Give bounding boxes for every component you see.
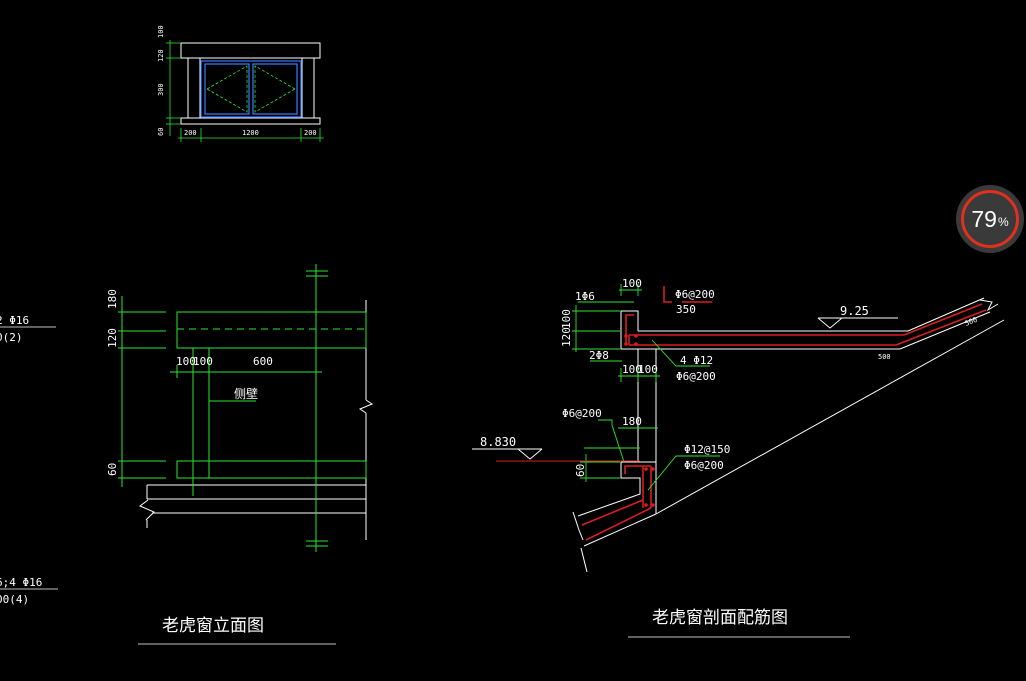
zoom-unit: % bbox=[997, 215, 1009, 229]
dormer-section: 100 1Φ6 Φ6@200 350 120 100 2Φ8 100 100 4… bbox=[472, 277, 1005, 638]
elev-dim-left-3: 60 bbox=[106, 463, 119, 476]
section-rebar-dots bbox=[624, 334, 655, 507]
section-dim-left-120: 120 bbox=[560, 327, 573, 347]
thumb-dim-bottom-2: 1200 bbox=[242, 129, 259, 137]
section-title: 老虎窗剖面配筋图 bbox=[652, 608, 788, 628]
section-label-1phi6: 1Φ6 bbox=[575, 290, 595, 303]
thumb-open-swing bbox=[206, 65, 296, 113]
elev-dim-top-3: 600 bbox=[253, 355, 273, 368]
thumb-dim-bottom-1: 200 bbox=[184, 129, 197, 137]
elev-dim-left-2: 120 bbox=[106, 328, 119, 348]
section-dim-left-100: 100 bbox=[560, 309, 573, 329]
zoom-value: 79 bbox=[971, 205, 997, 232]
section-dim-100-top: 100 bbox=[622, 277, 642, 290]
section-label-phi6-200-low: Φ6@200 bbox=[562, 407, 602, 420]
zoom-ring: 79% bbox=[961, 190, 1019, 248]
section-label-350: 350 bbox=[676, 303, 696, 316]
section-dim-60: 60 bbox=[574, 464, 587, 477]
thumb-dim-bottom-3: 200 bbox=[304, 129, 317, 137]
section-rebar bbox=[581, 286, 987, 541]
section-label-2phi8: 2Φ8 bbox=[589, 349, 609, 362]
elev-sill-beam bbox=[176, 460, 367, 479]
window-thumbnail: 100 120 300 60 200 1200 200 bbox=[157, 25, 324, 142]
thumb-dim-left-4: 60 bbox=[157, 128, 165, 136]
clipped-note-1: 2 Φ16 bbox=[0, 314, 29, 327]
thumb-dim-left-1: 100 bbox=[157, 25, 165, 38]
zoom-indicator[interactable]: 79% bbox=[956, 185, 1024, 253]
section-dim-wall-2: 100 bbox=[638, 363, 658, 376]
section-elev-right: 9.25 bbox=[840, 304, 869, 318]
clipped-left-notes: 2 Φ16 0(2) 6;4 Φ16 00(4) bbox=[0, 314, 58, 606]
section-dim-500-a: 500 bbox=[878, 353, 891, 361]
section-label-4phi12: 4 Φ12 bbox=[680, 354, 713, 367]
elev-dim-top-1: 100 bbox=[176, 355, 196, 368]
thumb-pier-right bbox=[301, 57, 315, 119]
elev-side-wall-label: 侧壁 bbox=[234, 386, 258, 401]
section-dim-180: 180 bbox=[622, 415, 642, 428]
thumb-dim-left-3: 300 bbox=[157, 83, 165, 96]
elevation-title: 老虎窗立面图 bbox=[162, 616, 264, 636]
elev-top-beam bbox=[176, 311, 367, 349]
section-label-phi6-200-bot: Φ6@200 bbox=[684, 459, 724, 472]
elev-dim-left-1: 180 bbox=[106, 289, 119, 309]
thumb-pier-left bbox=[187, 57, 201, 119]
clipped-note-3: 6;4 Φ16 bbox=[0, 576, 42, 589]
thumb-window-frame bbox=[200, 60, 302, 118]
section-label-phi6-200-top: Φ6@200 bbox=[675, 288, 715, 301]
section-dim-wall-1: 100 bbox=[622, 363, 642, 376]
thumb-lintel bbox=[180, 42, 321, 59]
elev-dim-top-2: 100 bbox=[193, 355, 213, 368]
section-elev-left: 8.830 bbox=[480, 435, 516, 449]
dormer-elevation: 180 120 60 100 100 600 侧壁 老虎窗立面图 bbox=[106, 264, 374, 645]
thumb-sill bbox=[180, 117, 321, 125]
clipped-note-2: 0(2) bbox=[0, 331, 23, 344]
thumb-dim-left-2: 120 bbox=[157, 49, 165, 62]
clipped-note-4: 00(4) bbox=[0, 593, 29, 606]
section-label-phi6-200-mid: Φ6@200 bbox=[676, 370, 716, 383]
section-label-phi12-150: Φ12@150 bbox=[684, 443, 730, 456]
